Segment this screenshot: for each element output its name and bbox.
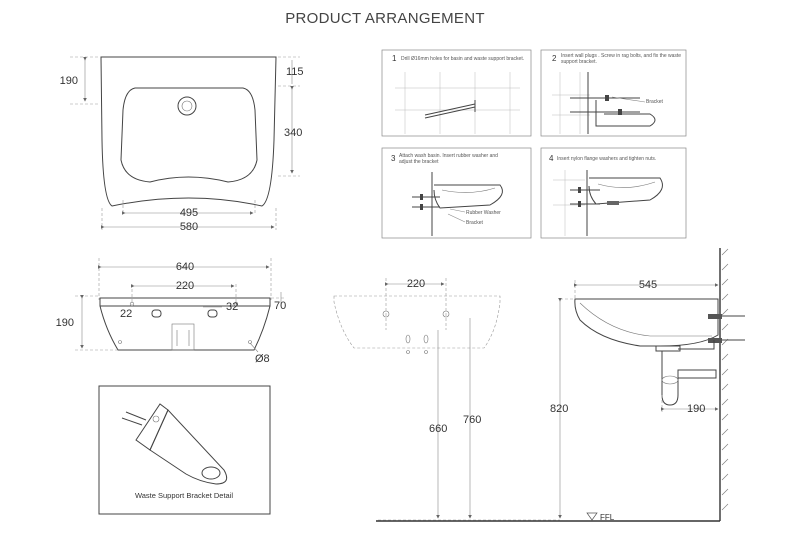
bracket-ring (201, 466, 221, 480)
dim-front-640: 640 (176, 261, 194, 273)
dim-side-820: 820 (550, 403, 568, 415)
dim-top-580: 580 (180, 221, 198, 233)
step-1-text: Drill Ø16mm holes for basin and waste su… (401, 56, 524, 62)
basin-outline-top (100, 56, 277, 207)
step-3-label-bracket: Bracket (466, 220, 484, 226)
waste-hole-inner (181, 100, 193, 112)
bracket-detail-panel: Waste Support Bracket Detail (98, 385, 271, 515)
step-4-text: Insert nylon flange washers and tighten … (557, 156, 656, 162)
step-4-number: 4 (549, 154, 554, 163)
step-2-label-bracket: Bracket (646, 99, 664, 105)
basin-outline-front (99, 297, 271, 351)
dim-wall-220: 220 (407, 278, 425, 290)
dim-front-hole-dia: Ø8 (255, 353, 270, 365)
ffl-marker (586, 512, 598, 521)
basin-side-profile (574, 298, 719, 347)
step-panel-2: 2 Insert wall plugs . Screw in rag bolts… (540, 49, 687, 137)
top-view: 190 115 340 495 580 (60, 56, 304, 233)
waste-hole (177, 96, 197, 116)
dim-front-70: 70 (274, 300, 286, 312)
bracket-front (171, 323, 195, 351)
dim-top-340: 340 (284, 127, 302, 139)
step-2-number: 2 (552, 54, 557, 63)
dim-side-545: 545 (639, 279, 657, 291)
dim-top-190: 190 (60, 75, 78, 87)
dim-top-115: 115 (286, 66, 304, 78)
floor-label: FFL (600, 513, 615, 522)
step-1-number: 1 (392, 54, 397, 63)
front-view: 640 220 22 32 70 190 Ø8 (56, 258, 286, 365)
detail-caption: Waste Support Bracket Detail (135, 491, 233, 500)
page-title: PRODUCT ARRANGEMENT (285, 10, 485, 27)
basin-bowl-top (120, 87, 258, 183)
step-2-text: Insert wall plugs . Screw in rag bolts, … (561, 53, 682, 65)
detail-frame (98, 385, 271, 515)
step-3-text: Attach wash basin. Insert rubber washer … (399, 153, 498, 165)
step-3-label-washer: Rubber Washer (466, 210, 501, 216)
slot-right (207, 309, 218, 318)
step-panel-1: 1 Drill Ø16mm holes for basin and waste … (381, 49, 532, 137)
dim-front-22: 22 (120, 308, 132, 320)
dim-wall-760: 760 (463, 414, 481, 426)
step-3-number: 3 (391, 154, 396, 163)
dim-front-220: 220 (176, 280, 194, 292)
step-panel-3: 3 Attach wash basin. Insert rubber washe… (381, 147, 532, 239)
dim-side-190: 190 (687, 403, 705, 415)
side-view: 545 190 820 FFL (376, 248, 745, 522)
bracket-arm (149, 409, 228, 485)
dim-top-495: 495 (180, 207, 198, 219)
dim-front-32: 32 (226, 301, 238, 313)
dim-wall-660: 660 (429, 423, 447, 435)
bracket-wall-plate (135, 403, 169, 451)
step-panel-4: 4 Insert nylon flange washers and tighte… (540, 147, 687, 239)
dim-front-190: 190 (56, 317, 74, 329)
slot-left (151, 309, 162, 318)
wall-view: 220 660 760 (333, 278, 560, 521)
